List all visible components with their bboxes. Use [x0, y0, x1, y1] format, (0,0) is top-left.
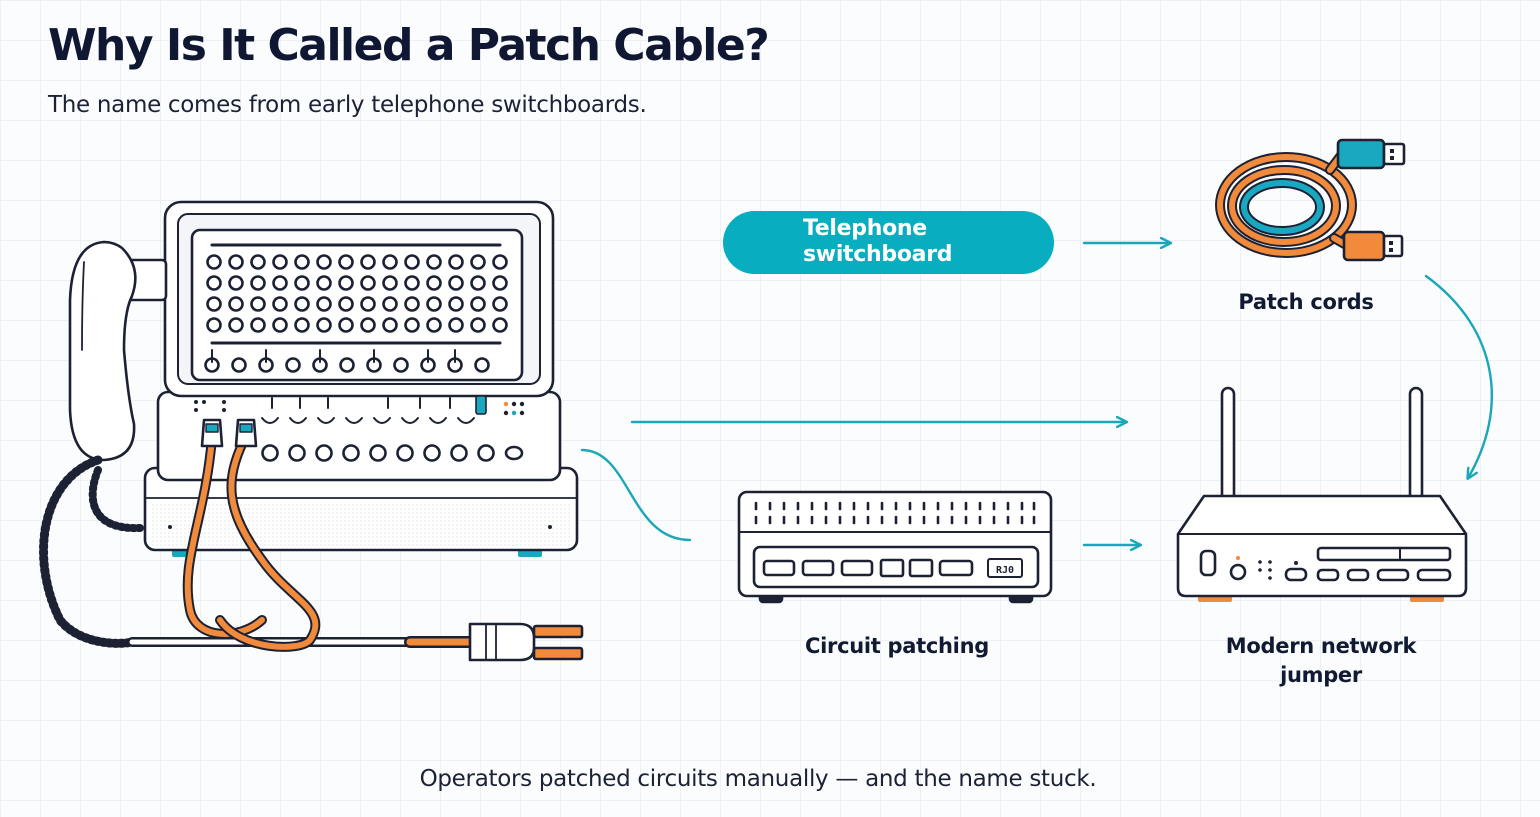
switchboard-pill: Telephone switchboard — [723, 211, 1054, 274]
patch-cords-label: Patch cords — [1238, 290, 1374, 314]
panel-port-tag: RJ0 — [996, 565, 1014, 576]
router-icon — [1176, 386, 1468, 602]
page-title: Why Is It Called a Patch Cable? — [48, 20, 770, 71]
patch-panel-icon — [737, 490, 1053, 604]
footer-caption: Operators patched circuits manually — an… — [419, 766, 1097, 792]
page-subtitle: The name comes from early telephone swit… — [48, 92, 647, 118]
connector-switchboard-to-panel — [580, 448, 692, 542]
patch-cord-icon — [1215, 138, 1406, 262]
arrow-cords-to-jumper — [1424, 274, 1494, 478]
modern-jumper-label: Modern network jumper — [1225, 634, 1417, 687]
circuit-patching-label: Circuit patching — [805, 634, 989, 658]
switchboard-icon — [39, 200, 584, 662]
